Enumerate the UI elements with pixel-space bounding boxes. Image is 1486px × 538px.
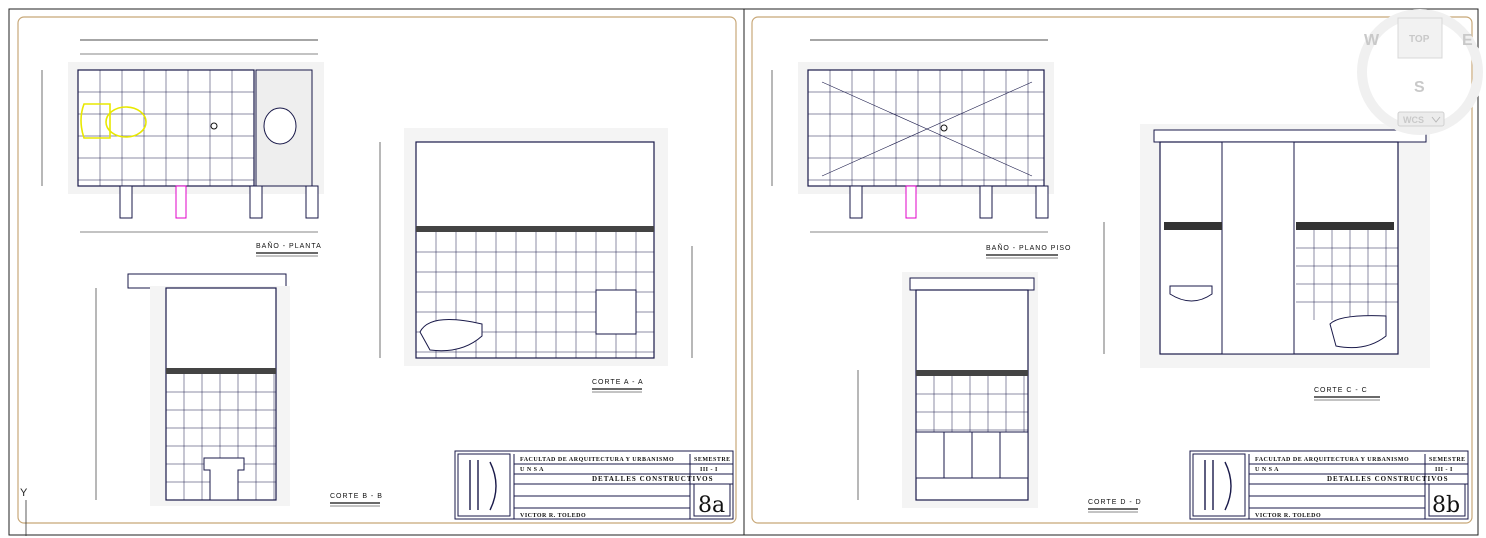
sheet-number: 8a bbox=[698, 493, 725, 518]
university-logo bbox=[457, 453, 511, 517]
plan-label: BAÑO - PLANTA bbox=[256, 241, 322, 250]
viewcube-widget[interactable]: TOP W E S WCS bbox=[1357, 9, 1483, 135]
bath-plan-view: BAÑO - PLANTA bbox=[41, 39, 324, 257]
school-name-b: FACULTAD DE ARQUITECTURA Y URBANISMO bbox=[1255, 457, 1409, 463]
sheet-title-b: DETALLES CONSTRUCTIVOS bbox=[1327, 475, 1449, 483]
section-dd-view: CORTE D - D bbox=[857, 272, 1142, 513]
floor-plan-label: BAÑO - PLANO PISO bbox=[986, 243, 1071, 252]
ucs-y-axis-label: Y bbox=[20, 487, 28, 499]
ucs-icon: Y bbox=[20, 487, 28, 536]
section-cc-view: CORTE C - C bbox=[1103, 124, 1430, 401]
wcs-label: WCS bbox=[1403, 115, 1424, 125]
author-name: VICTOR R. TOLEDO bbox=[520, 513, 586, 519]
sheet-b: BAÑO - PLANO PISO CORTE C - C bbox=[771, 39, 1469, 520]
title-block-a: FACULTAD DE ARQUITECTURA Y URBANISMO U N… bbox=[454, 450, 734, 520]
viewcube-top-label: TOP bbox=[1409, 34, 1430, 45]
sheet-a: BAÑO - PLANTA CORTE A - A bbox=[41, 39, 734, 520]
floor-drain-symbol bbox=[940, 124, 948, 132]
semester-label: SEMESTRE bbox=[694, 457, 731, 463]
section-aa-view: CORTE A - A bbox=[379, 128, 693, 393]
university-name-b: U N S A bbox=[1255, 467, 1279, 473]
wcs-menu-button[interactable] bbox=[1397, 111, 1445, 127]
toilet-side-symbol bbox=[1329, 315, 1387, 349]
sheet-b-border bbox=[751, 16, 1473, 524]
title-block-b: FACULTAD DE ARQUITECTURA Y URBANISMO U N… bbox=[1189, 450, 1469, 520]
semester-value: III - I bbox=[700, 467, 718, 473]
author-name-b: VICTOR R. TOLEDO bbox=[1255, 513, 1321, 519]
toilet-plan-symbol bbox=[80, 103, 111, 139]
section-bb-label: CORTE B - B bbox=[330, 493, 383, 500]
sink-elevation-symbol bbox=[1169, 285, 1213, 302]
sheet-a-border bbox=[17, 16, 737, 524]
viewcube-east-label[interactable]: E bbox=[1462, 32, 1473, 49]
sheet-b-outer-frame bbox=[743, 8, 1479, 536]
viewcube-top-face[interactable] bbox=[1397, 17, 1443, 59]
university-name: U N S A bbox=[520, 467, 544, 473]
sheet-title: DETALLES CONSTRUCTIVOS bbox=[592, 475, 714, 483]
viewcube-south-label[interactable]: S bbox=[1414, 79, 1425, 96]
toilet-front-symbol bbox=[203, 457, 245, 501]
section-bb-view: CORTE B - B bbox=[95, 273, 383, 507]
school-name: FACULTAD DE ARQUITECTURA Y URBANISMO bbox=[520, 457, 674, 463]
section-aa-label: CORTE A - A bbox=[592, 379, 644, 386]
sheet-number-b: 8b bbox=[1432, 493, 1460, 518]
toilet-elevation-symbol bbox=[419, 319, 483, 352]
semester-label-b: SEMESTRE bbox=[1429, 457, 1466, 463]
chevron-down-icon bbox=[1431, 116, 1441, 123]
viewcube-west-label[interactable]: W bbox=[1364, 32, 1380, 49]
university-logo-b bbox=[1192, 453, 1246, 517]
section-cc-label: CORTE C - C bbox=[1314, 387, 1368, 394]
section-dd-label: CORTE D - D bbox=[1088, 499, 1142, 506]
bath-floor-plan-view: BAÑO - PLANO PISO bbox=[771, 39, 1071, 259]
sink-plan-symbol bbox=[263, 107, 297, 145]
semester-value-b: III - I bbox=[1435, 467, 1453, 473]
